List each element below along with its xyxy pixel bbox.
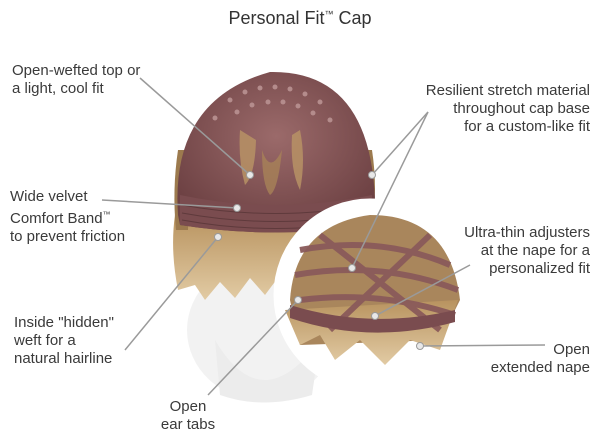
callout-adjusters: Ultra-thin adjusters at the nape for a p… xyxy=(464,224,590,277)
title-trademark: ™ xyxy=(324,9,334,19)
nape-closeup-inset xyxy=(273,198,467,392)
leader-stretch-a xyxy=(371,111,429,176)
leader-lines xyxy=(101,77,546,396)
diagram-title: Personal Fit™ Cap xyxy=(0,8,600,29)
title-suffix: Cap xyxy=(333,8,372,28)
leader-adjusters xyxy=(374,264,471,317)
wig-cap xyxy=(177,71,375,233)
open-weft-right xyxy=(291,130,303,190)
open-weft-center xyxy=(262,150,282,195)
callout-extended-nape: Open extended nape xyxy=(490,341,590,376)
leader-open-wefted-top xyxy=(139,77,251,176)
callout-stretch-material: Resilient stretch material throughout ca… xyxy=(425,82,590,135)
leader-wide-velvet xyxy=(101,199,238,209)
open-weft-left xyxy=(239,130,256,185)
title-main: Personal Fit xyxy=(228,8,325,28)
callout-open-wefted-top: Open-wefted top or a light, cool fit xyxy=(12,62,141,97)
callout-ear-tabs: Open ear tabs xyxy=(160,398,216,433)
leader-hidden-weft xyxy=(124,236,219,351)
leader-dots xyxy=(214,171,424,350)
mannequin-neck xyxy=(215,340,320,403)
leader-stretch-b xyxy=(351,111,429,269)
cap-perforations xyxy=(212,84,333,123)
leader-extended-nape xyxy=(419,344,546,347)
leader-ear-tabs xyxy=(207,299,299,396)
callout-hidden-weft: Inside "hidden" weft for a natural hairl… xyxy=(14,314,114,367)
callout-wide-velvet: Wide velvet Comfort Band™ to prevent fri… xyxy=(10,188,126,245)
